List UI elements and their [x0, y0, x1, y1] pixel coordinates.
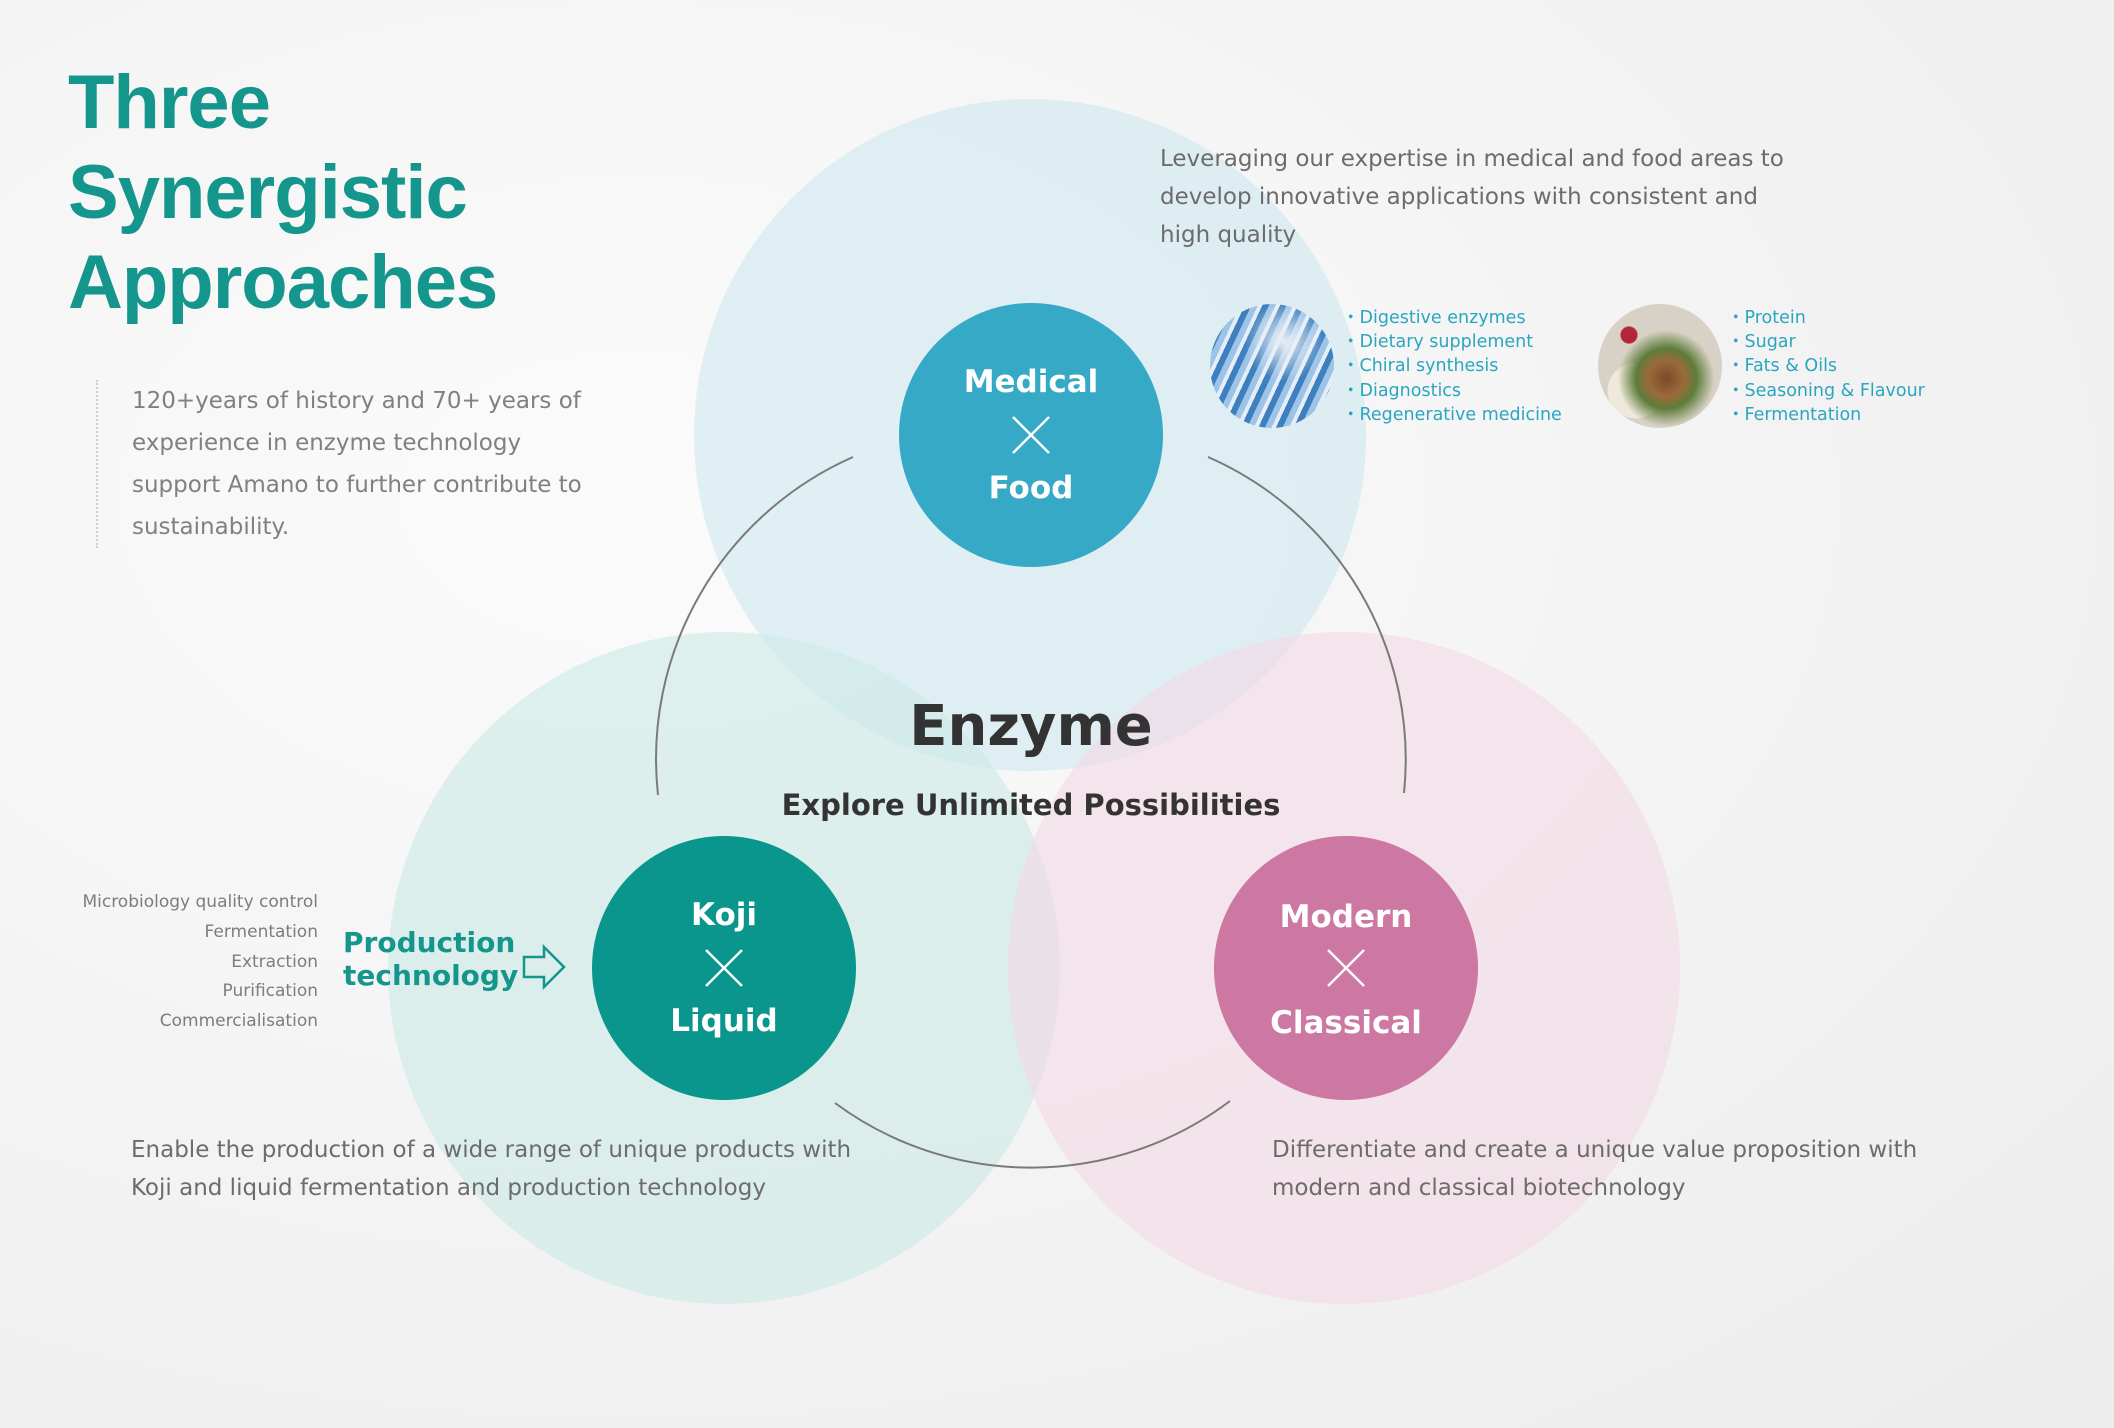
list-item: Digestive enzymes — [1348, 306, 1562, 330]
list-item: Sugar — [1733, 330, 1925, 354]
node-medical-label: Medical — [964, 364, 1099, 400]
node-koji-label: Koji — [691, 897, 757, 933]
intro-text: 120+years of history and 70+ years of ex… — [96, 380, 602, 548]
list-item: Microbiology quality control — [82, 892, 318, 912]
center-title: Enzyme — [909, 694, 1153, 759]
production-technology-list: Microbiology quality control Fermentatio… — [60, 888, 318, 1037]
description-koji-liquid: Enable the production of a wide range of… — [131, 1137, 852, 1201]
cross-icon — [705, 949, 743, 987]
description-medical-food: Leveraging our expertise in medical and … — [1160, 146, 1784, 248]
node-liquid-label: Liquid — [670, 1003, 777, 1039]
medical-application-list: Digestive enzymes Dietary supplement Chi… — [1348, 306, 1562, 427]
center-subtitle: Explore Unlimited Possibilities — [782, 788, 1281, 822]
production-technology-label: Production technology — [343, 926, 519, 992]
node-food-label: Food — [989, 470, 1074, 506]
cross-icon — [1012, 416, 1050, 454]
food-photo — [1598, 304, 1722, 428]
arrow-right-icon — [522, 944, 566, 990]
arc-left — [655, 456, 854, 796]
list-item: Commercialisation — [159, 1011, 318, 1032]
list-item: Seasoning & Flavour — [1733, 379, 1925, 403]
list-item: Extraction — [231, 951, 318, 972]
list-item: Fats & Oils — [1733, 354, 1925, 378]
list-item: Fermentation — [1733, 403, 1925, 427]
cross-icon — [1327, 949, 1365, 987]
list-item: Protein — [1733, 306, 1925, 330]
page-title-line-3: Approaches — [68, 240, 498, 325]
list-item: Diagnostics — [1348, 379, 1562, 403]
lab-photo — [1210, 304, 1334, 428]
arc-right — [1207, 456, 1407, 794]
list-item: Chiral synthesis — [1348, 354, 1562, 378]
food-application-list: Protein Sugar Fats & Oils Seasoning & Fl… — [1733, 306, 1925, 427]
list-item: Fermentation — [204, 921, 318, 942]
page-title-line-1: Three — [68, 60, 271, 145]
description-modern-classical: Differentiate and create a unique value … — [1272, 1137, 1918, 1201]
node-modern-label: Modern — [1280, 899, 1413, 935]
list-item: Purification — [222, 981, 318, 1002]
list-item: Regenerative medicine — [1348, 403, 1562, 427]
list-item: Dietary supplement — [1348, 330, 1562, 354]
node-classical-label: Classical — [1270, 1005, 1422, 1041]
page-title-line-2: Synergistic — [68, 150, 468, 235]
page-title: Three Synergistic Approaches — [68, 58, 498, 328]
arc-bottom — [834, 1100, 1231, 1169]
